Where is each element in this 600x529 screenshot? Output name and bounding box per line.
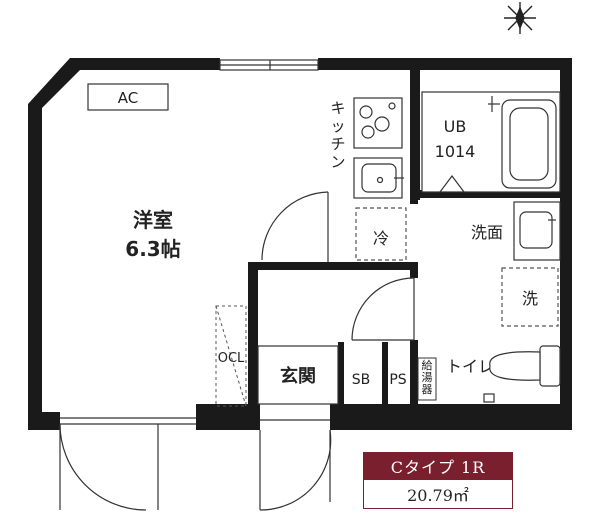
ub-size: 1014 (435, 142, 476, 161)
unit-bath (421, 91, 561, 193)
ac-unit: AC (87, 83, 169, 111)
closet (215, 305, 247, 407)
kitchen-sink (353, 157, 404, 199)
interior-walls (248, 70, 562, 412)
unit-type-label: Cタイプ 1R (363, 452, 513, 480)
unit-area: 20.79㎡ (363, 480, 513, 509)
wash-basin (513, 201, 561, 261)
toilet-label: トイレ (446, 357, 494, 376)
western-room-size: 6.3帖 (125, 237, 180, 261)
kitchen-label: キッチン (330, 99, 345, 171)
svg-text:冷: 冷 (373, 229, 389, 248)
ub-label: UB (444, 117, 467, 136)
top-window (219, 59, 319, 71)
toilet-fixture (483, 345, 561, 403)
unit-type-box: Cタイプ 1R 20.79㎡ (363, 452, 513, 512)
sb-label: SB (352, 372, 371, 388)
entrance-area (257, 345, 339, 405)
western-room-door (261, 191, 329, 262)
entrance-door (259, 419, 332, 511)
washroom-door (351, 277, 415, 341)
svg-text:洗: 洗 (522, 289, 538, 308)
ocl-label: OCL (218, 351, 245, 366)
ps-label: PS (389, 372, 406, 388)
svg-text:AC: AC (118, 89, 138, 107)
washer-space: 洗 (501, 267, 559, 327)
entrance-label: 玄関 (280, 365, 316, 387)
water-heater (417, 357, 437, 401)
kitchen-stove (353, 97, 403, 149)
western-room-label: 洋室 (133, 208, 173, 232)
balcony-door (59, 417, 196, 511)
exterior-walls (28, 58, 572, 430)
water-heater-label: 給湯器 (422, 358, 433, 396)
washroom-label: 洗面 (471, 223, 503, 242)
fridge-space: 冷 (355, 207, 407, 261)
north-compass-icon (504, 2, 536, 34)
